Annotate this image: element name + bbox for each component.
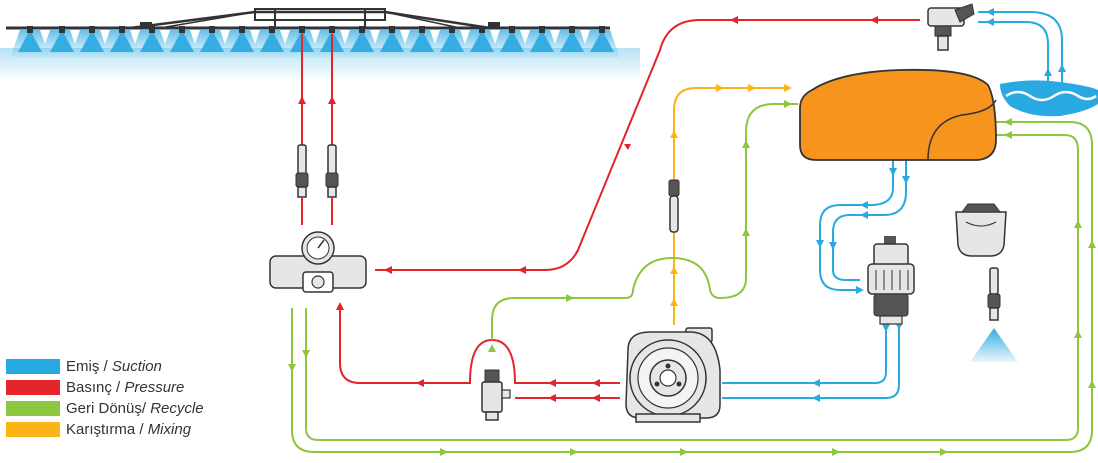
recycle-lines bbox=[291, 103, 1093, 453]
legend-swatch-suction bbox=[6, 359, 60, 374]
legend-swatch-mixing bbox=[6, 422, 60, 437]
pressure-lines bbox=[301, 19, 920, 399]
tank-icon bbox=[799, 68, 997, 161]
recycle-arrows bbox=[288, 100, 1096, 456]
valve-icon bbox=[481, 369, 511, 421]
suction-arrows bbox=[812, 8, 1066, 402]
pressure-filter-icon bbox=[955, 203, 1007, 257]
water-source-icon bbox=[1000, 80, 1098, 117]
legend-swatch-recycle bbox=[6, 401, 60, 416]
legend: Emiş / Suction Basınç / Pressure Geri Dö… bbox=[6, 356, 204, 440]
nozzle-icon bbox=[970, 267, 1018, 362]
suction-filter-icon bbox=[867, 236, 915, 325]
boom-sprayer-icon bbox=[0, 8, 640, 80]
legend-label: Karıştırma / Mixing bbox=[66, 421, 192, 438]
valve-icon bbox=[927, 3, 975, 51]
legend-item-suction: Emiş / Suction bbox=[6, 356, 204, 377]
pump-icon bbox=[625, 327, 721, 423]
mixing-lines bbox=[673, 87, 790, 325]
mixing-arrows bbox=[670, 84, 792, 306]
legend-label: Geri Dönüş/ Recycle bbox=[66, 400, 204, 417]
legend-item-recycle: Geri Dönüş/ Recycle bbox=[6, 398, 204, 419]
nozzle-icon bbox=[295, 144, 680, 233]
legend-item-mixing: Karıştırma / Mixing bbox=[6, 419, 204, 440]
legend-label: Basınç / Pressure bbox=[66, 379, 185, 396]
legend-item-pressure: Basınç / Pressure bbox=[6, 377, 204, 398]
legend-label: Emiş / Suction bbox=[66, 358, 162, 375]
pressure-arrows bbox=[298, 16, 878, 402]
legend-swatch-pressure bbox=[6, 380, 60, 395]
suction-lines bbox=[722, 11, 1063, 399]
control-unit-icon bbox=[269, 231, 367, 293]
